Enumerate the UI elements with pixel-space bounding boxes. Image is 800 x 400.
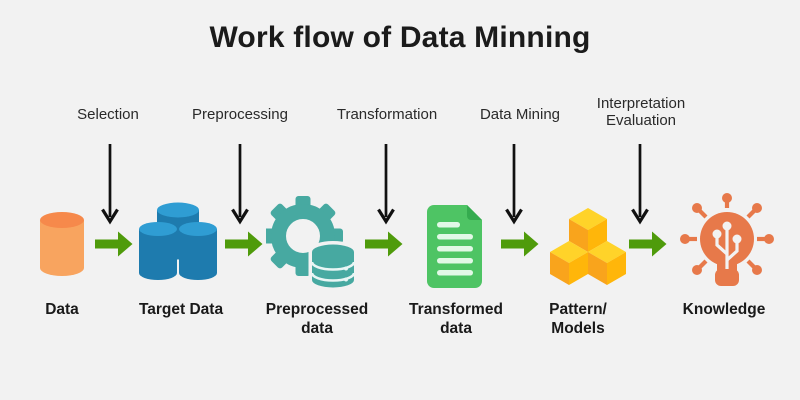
phase-label-data-mining: Data Mining (479, 106, 561, 123)
down-arrow-icon (631, 144, 649, 225)
down-arrow-icon (377, 144, 395, 225)
stage-label-pattern-models: Pattern/ Models (549, 301, 607, 337)
stage-label-data: Data (45, 301, 79, 318)
stage-label-knowledge: Knowledge (682, 301, 766, 318)
phase-label-transformation: Transformation (336, 106, 438, 123)
down-arrow-icon (231, 144, 249, 225)
flow-arrow-icon (225, 231, 263, 257)
flow-arrow-icon (365, 231, 403, 257)
phase-label-preprocessing: Preprocessing (192, 106, 288, 123)
data-cylinder-icon (40, 212, 84, 276)
phase-label-interpretation-evaluation: Interpretation Evaluation (596, 95, 686, 130)
knowledge-bulb-icon (680, 193, 774, 286)
down-arrow-icon (505, 144, 523, 225)
stage-label-transformed-data: Transformed data (409, 301, 503, 337)
flow-arrow-icon (95, 231, 133, 257)
down-arrow-icon (101, 144, 119, 225)
stage-label-preprocessed-data: Preprocessed data (265, 301, 369, 337)
target-data-cylinders-icon (139, 202, 217, 280)
page-title: Work flow of Data Minning (209, 21, 591, 54)
cubes-icon (550, 208, 626, 285)
flow-arrow-icon (501, 231, 539, 257)
flow-arrow-icon (629, 231, 667, 257)
phase-label-selection: Selection (77, 106, 139, 123)
document-icon (427, 205, 482, 288)
gear-database-icon (266, 196, 358, 291)
stage-label-target-data: Target Data (138, 301, 224, 318)
